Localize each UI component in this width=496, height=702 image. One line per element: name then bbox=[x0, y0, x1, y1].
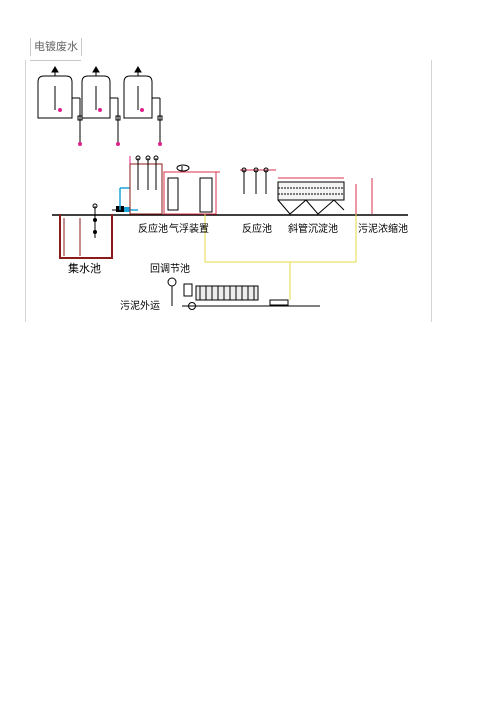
dosing-tank-2 bbox=[81, 66, 118, 119]
sludge-pipeline bbox=[204, 214, 357, 300]
air-flotation-unit bbox=[163, 164, 220, 215]
collection-tank bbox=[59, 214, 113, 259]
label-inclined-tube-settler: 斜管沉淀池 bbox=[288, 222, 338, 235]
reaction-tank-2 bbox=[240, 167, 276, 194]
label-reaction-tank-1: 反应池 bbox=[138, 222, 168, 235]
heading-rule bbox=[30, 60, 81, 61]
diagram-frame bbox=[25, 60, 432, 322]
dosing-lines bbox=[58, 98, 163, 146]
lift-pump bbox=[112, 187, 138, 212]
label-regulating-tank: 回调节池 bbox=[150, 262, 190, 275]
label-sludge-pump: 污泥外运 bbox=[120, 299, 160, 312]
sludge-outlet-circle bbox=[188, 302, 196, 310]
sludge-thickener bbox=[355, 178, 373, 214]
collection-tank-mixer bbox=[92, 203, 98, 238]
document-heading: 电镀废水 bbox=[30, 38, 82, 56]
inclined-tube-settler bbox=[277, 177, 345, 215]
label-sludge-thickener: 污泥浓缩池 bbox=[358, 222, 408, 235]
label-air-flotation: 气浮装置 bbox=[169, 222, 209, 235]
reaction-tank-1 bbox=[129, 155, 163, 215]
label-collection-tank: 集水池 bbox=[68, 261, 101, 275]
dosing-tank-1 bbox=[37, 66, 80, 119]
dosing-tank-3 bbox=[123, 66, 160, 119]
label-reaction-tank-2: 反应池 bbox=[242, 222, 272, 235]
filter-press bbox=[167, 277, 320, 307]
